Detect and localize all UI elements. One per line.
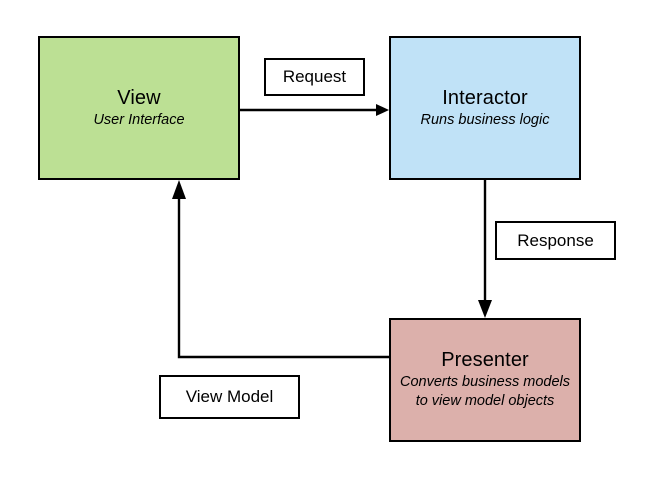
node-interactor-title: Interactor — [442, 86, 528, 109]
node-presenter-title: Presenter — [441, 349, 529, 372]
edge-label-request[interactable]: Request — [264, 58, 365, 96]
edge-label-view-model[interactable]: View Model — [159, 375, 300, 419]
node-presenter[interactable]: Presenter Converts business models to vi… — [389, 318, 581, 442]
node-presenter-subtitle: Converts business models to view model o… — [399, 374, 571, 409]
edge-label-response[interactable]: Response — [495, 221, 616, 260]
node-view[interactable]: View User Interface — [38, 36, 240, 180]
node-view-subtitle: User Interface — [93, 111, 185, 128]
edge-request-arrow — [240, 104, 389, 116]
node-interactor[interactable]: Interactor Runs business logic — [389, 36, 581, 180]
edge-response-arrow — [478, 180, 492, 318]
edge-view-model-arrow — [172, 180, 389, 359]
node-view-title: View — [117, 86, 161, 109]
node-interactor-subtitle: Runs business logic — [420, 111, 550, 128]
